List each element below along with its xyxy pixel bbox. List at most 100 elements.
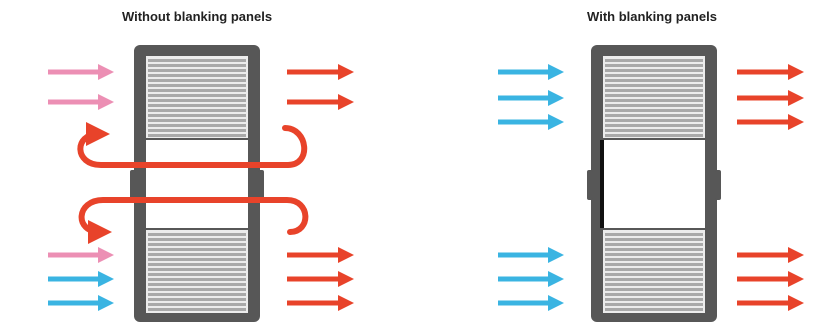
vent-slat — [605, 114, 703, 117]
vent-slat — [605, 129, 703, 132]
vent-slat — [148, 253, 246, 256]
vent-slat — [605, 303, 703, 306]
vent-slat — [148, 104, 246, 107]
vent-slat — [148, 124, 246, 127]
vent-slat — [148, 129, 246, 132]
vent-slat — [605, 283, 703, 286]
blanking-panel-edge — [600, 140, 604, 228]
vent-slat — [605, 119, 703, 122]
rack-side-handle — [130, 170, 136, 200]
rack-side-handle — [258, 170, 264, 200]
vent-slat — [148, 298, 246, 301]
vent-slat — [605, 104, 703, 107]
vent-slat — [605, 308, 703, 311]
vent-slat — [605, 134, 703, 137]
vent-slat — [148, 233, 246, 236]
inlet-arrow-cool-mixed — [48, 64, 114, 80]
outlet-arrow-hot — [737, 271, 804, 287]
vent-slat — [605, 253, 703, 256]
vent-slat — [148, 99, 246, 102]
vent-slat — [148, 303, 246, 306]
vent-slat — [148, 114, 246, 117]
rack-side-handle — [587, 170, 593, 200]
vent-slat — [605, 59, 703, 62]
vent-slat — [148, 109, 246, 112]
open-gap — [146, 140, 248, 228]
vent-slat — [605, 124, 703, 127]
vent-slat — [605, 268, 703, 271]
vent-slat — [148, 238, 246, 241]
outlet-arrow-hot — [737, 114, 804, 130]
vent-slat — [605, 99, 703, 102]
vent-slat — [605, 74, 703, 77]
inlet-arrow-cold — [48, 295, 114, 311]
vent-slat — [605, 64, 703, 67]
vent-slat — [148, 84, 246, 87]
vent-slat — [148, 293, 246, 296]
inlet-arrow-cold — [498, 295, 564, 311]
vent-slat — [148, 74, 246, 77]
title-with-blanking: With blanking panels — [587, 9, 717, 24]
recirculation-loop-bottom — [78, 197, 309, 244]
inlet-arrow-cold — [498, 64, 564, 80]
vent-slat — [148, 278, 246, 281]
recirculation-loop-top — [77, 122, 308, 168]
inlet-arrow-cool-mixed — [48, 94, 114, 110]
vent-slat — [148, 243, 246, 246]
outlet-arrow-hot — [287, 247, 354, 263]
inlet-arrow-cool-mixed — [48, 247, 114, 263]
vent-slat — [148, 248, 246, 251]
vent-slat — [605, 89, 703, 92]
vent-slat — [605, 109, 703, 112]
vent-slat — [605, 243, 703, 246]
outlet-arrow-hot — [737, 90, 804, 106]
vent-slat — [605, 69, 703, 72]
inlet-arrow-cold — [498, 114, 564, 130]
outlet-arrow-hot — [287, 94, 354, 110]
rack-side-handle — [715, 170, 721, 200]
vent-slat — [605, 293, 703, 296]
vent-slat — [148, 258, 246, 261]
vent-slat — [605, 278, 703, 281]
outlet-arrow-hot — [287, 271, 354, 287]
inlet-arrow-cold — [498, 271, 564, 287]
vent-slat — [605, 79, 703, 82]
inlet-arrow-cold — [48, 271, 114, 287]
vent-slat — [148, 288, 246, 291]
vent-slat — [148, 69, 246, 72]
title-without-blanking: Without blanking panels — [121, 9, 273, 24]
vent-slat — [148, 64, 246, 67]
vent-slat — [605, 288, 703, 291]
vent-slat — [148, 308, 246, 311]
outlet-arrow-hot — [737, 64, 804, 80]
vent-slat — [148, 119, 246, 122]
vent-slat — [605, 233, 703, 236]
vent-slat — [148, 94, 246, 97]
vent-slat — [148, 79, 246, 82]
vent-slat — [148, 273, 246, 276]
outlet-arrow-hot — [287, 64, 354, 80]
vent-slat — [605, 273, 703, 276]
vent-slat — [148, 283, 246, 286]
vent-slat — [605, 84, 703, 87]
outlet-arrow-hot — [737, 247, 804, 263]
vent-slat — [605, 258, 703, 261]
vent-slat — [605, 94, 703, 97]
outlet-arrow-hot — [737, 295, 804, 311]
vent-slat — [148, 263, 246, 266]
inlet-arrow-cold — [498, 90, 564, 106]
vent-slat — [148, 59, 246, 62]
vent-slat — [605, 298, 703, 301]
vent-slat — [605, 263, 703, 266]
outlet-arrow-hot — [287, 295, 354, 311]
vent-slat — [605, 238, 703, 241]
vent-slat — [605, 248, 703, 251]
vent-slat — [148, 268, 246, 271]
blanking-panel — [603, 140, 705, 228]
rack-without-blanking — [130, 45, 264, 322]
vent-slat — [148, 134, 246, 137]
rack-with-blanking — [587, 45, 721, 322]
vent-slat — [148, 89, 246, 92]
inlet-arrow-cold — [498, 247, 564, 263]
